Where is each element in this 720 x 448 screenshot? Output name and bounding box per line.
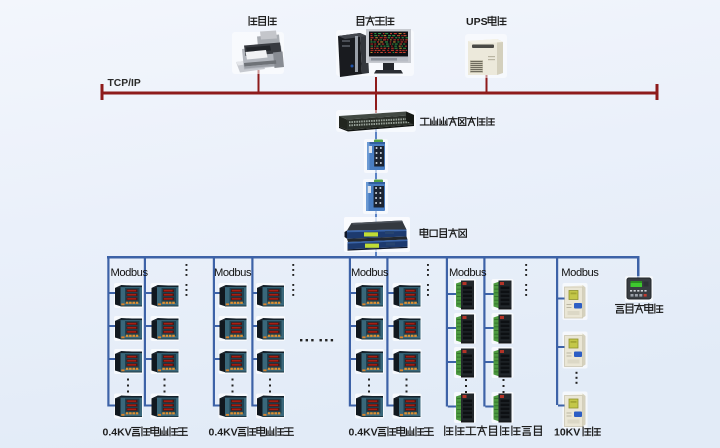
svg-text:0.4KV: 0.4KV xyxy=(103,427,132,439)
svg-text:10KV: 10KV xyxy=(554,427,580,439)
svg-text:0.4KV: 0.4KV xyxy=(209,427,238,439)
svg-text:TCP/IP: TCP/IP xyxy=(108,78,141,89)
svg-text:Modbus: Modbus xyxy=(561,267,599,279)
svg-text:0.4KV: 0.4KV xyxy=(349,427,378,439)
svg-text:Modbus: Modbus xyxy=(449,267,487,279)
svg-text:Modbus: Modbus xyxy=(214,267,252,279)
svg-text:Modbus: Modbus xyxy=(351,267,389,279)
svg-text:Modbus: Modbus xyxy=(111,267,149,279)
svg-text:UPS: UPS xyxy=(466,16,488,28)
